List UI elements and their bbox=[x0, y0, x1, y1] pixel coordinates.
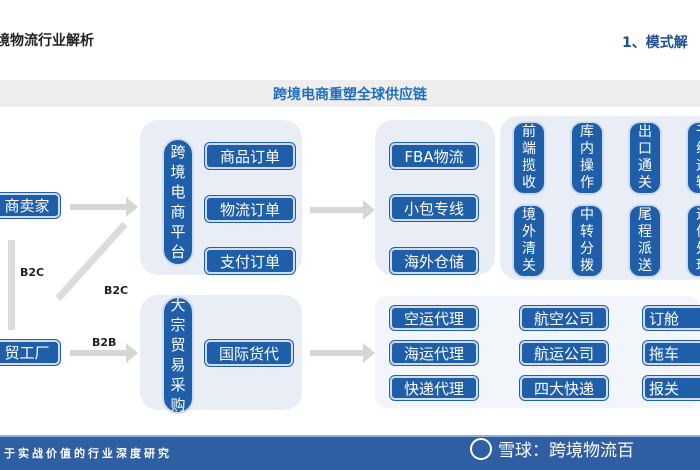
step-pill: 出口通关 bbox=[628, 121, 662, 195]
step-char: 通 bbox=[638, 158, 652, 174]
carrier-box: 航运公司 bbox=[520, 341, 608, 365]
step-char: 尾 bbox=[638, 207, 652, 223]
agent-box: 海运代理 bbox=[390, 341, 478, 365]
step-char: 线 bbox=[696, 141, 700, 158]
logistics-box: 小包专线 bbox=[390, 195, 478, 221]
freight-forwarder-box: 国际货代 bbox=[205, 340, 293, 366]
carrier-box: 四大快递 bbox=[520, 376, 608, 400]
arrow-icon bbox=[70, 197, 138, 217]
arrow-icon bbox=[310, 343, 375, 363]
section-title: 1、模式解 bbox=[622, 35, 688, 51]
step-char: 口 bbox=[638, 141, 652, 157]
b2c-label: B2C bbox=[104, 284, 129, 297]
footer-slogan: 于实战价值的行业深度研究 bbox=[4, 447, 172, 460]
step-pill: 库内操作 bbox=[570, 121, 604, 195]
step-char: 程 bbox=[638, 224, 652, 240]
up-arrow bbox=[8, 240, 15, 330]
step-char: 揽 bbox=[522, 158, 536, 174]
step-pill: 前端揽收 bbox=[512, 121, 546, 195]
step-char: 关 bbox=[638, 175, 652, 191]
order-box: 支付订单 bbox=[205, 248, 295, 274]
step-char: 作 bbox=[580, 175, 594, 191]
carrier-box: 航空公司 bbox=[520, 306, 608, 330]
order-box: 商品订单 bbox=[205, 143, 295, 169]
step-char: 运 bbox=[696, 158, 700, 175]
step-char: 理 bbox=[696, 258, 700, 275]
factory-box: 贸工厂 bbox=[0, 340, 60, 365]
step-char: 转 bbox=[580, 224, 594, 240]
step-pill: 境外清关 bbox=[512, 204, 546, 278]
snowball-logo-icon bbox=[470, 437, 492, 460]
step-char: 退 bbox=[696, 207, 700, 224]
step-char: 收 bbox=[522, 175, 536, 191]
b2b-label: B2B bbox=[92, 336, 117, 349]
step-char: 内 bbox=[580, 141, 594, 157]
platform-label: 跨境电商平台 bbox=[162, 138, 194, 266]
step-char: 库 bbox=[580, 124, 594, 140]
footer-bar bbox=[0, 435, 700, 470]
banner: 跨境电商重塑全球供应链 bbox=[0, 80, 700, 107]
step-char: 干 bbox=[696, 124, 700, 141]
step-char: 件 bbox=[696, 224, 700, 241]
brand-watermark: 雪球：跨境物流百 bbox=[470, 436, 634, 461]
step-char: 送 bbox=[638, 258, 652, 274]
service-box: 报关 bbox=[643, 376, 700, 400]
step-char: 前 bbox=[522, 124, 536, 140]
arrow-icon bbox=[70, 343, 138, 363]
step-pill: 干线运输 bbox=[686, 121, 700, 195]
step-char: 端 bbox=[522, 141, 536, 157]
step-char: 输 bbox=[696, 175, 700, 192]
b2c-label: B2C bbox=[20, 266, 45, 279]
step-char: 拨 bbox=[580, 258, 594, 274]
step-pill: 退件处理 bbox=[686, 204, 700, 278]
service-box: 订舱 bbox=[643, 306, 700, 330]
step-char: 中 bbox=[580, 207, 594, 223]
logistics-box: 海外仓储 bbox=[390, 248, 478, 274]
seller-box: 商卖家 bbox=[0, 193, 60, 218]
step-pill: 尾程派送 bbox=[628, 204, 662, 278]
brand-text: 雪球：跨境物流百 bbox=[498, 441, 634, 461]
step-char: 清 bbox=[522, 241, 536, 257]
step-char: 出 bbox=[638, 124, 652, 140]
bulk-label: 大宗贸易采购 bbox=[162, 296, 194, 414]
banner-title: 跨境电商重塑全球供应链 bbox=[273, 86, 427, 103]
step-pill: 中转分拨 bbox=[570, 204, 604, 278]
order-box: 物流订单 bbox=[205, 196, 295, 222]
step-char: 外 bbox=[522, 224, 536, 240]
service-box: 拖车 bbox=[643, 341, 700, 365]
arrow-icon bbox=[310, 200, 375, 220]
step-char: 派 bbox=[638, 241, 652, 257]
agent-box: 快递代理 bbox=[390, 376, 478, 400]
step-char: 处 bbox=[696, 241, 700, 258]
step-char: 分 bbox=[580, 241, 594, 257]
step-char: 关 bbox=[522, 258, 536, 274]
agent-box: 空运代理 bbox=[390, 306, 478, 330]
logistics-box: FBA物流 bbox=[390, 143, 478, 169]
step-char: 境 bbox=[522, 207, 536, 223]
step-char: 操 bbox=[580, 158, 594, 174]
page-title: 境物流行业解析 bbox=[0, 33, 94, 49]
